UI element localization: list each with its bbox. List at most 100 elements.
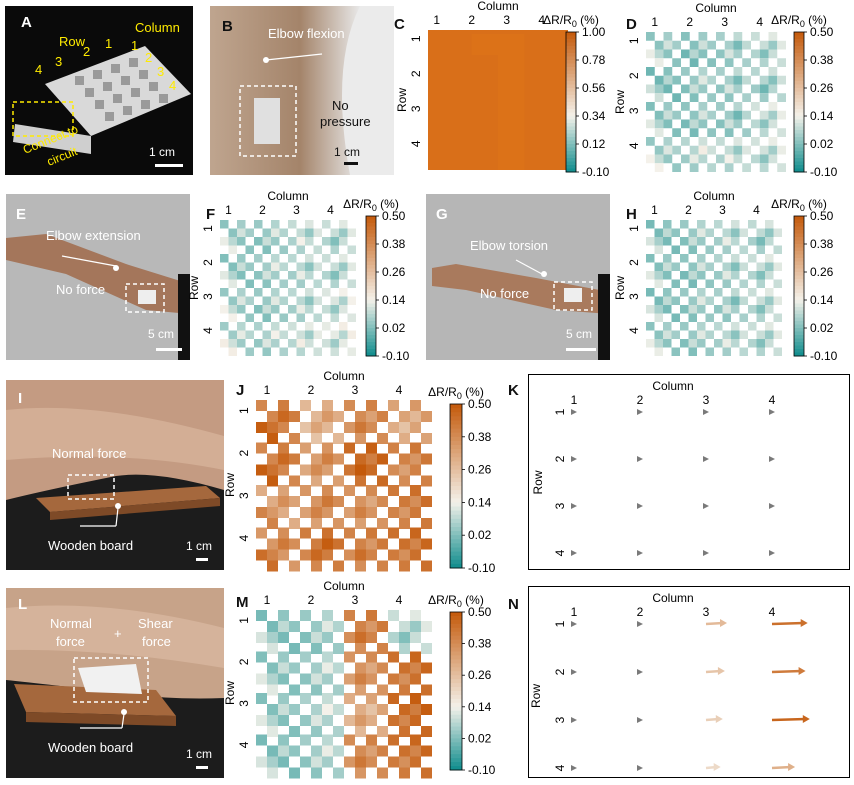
heatmap-cell [296,313,305,322]
heatmap-cell [748,254,757,263]
heatmap-cell [680,339,689,348]
heatmap-cell [765,305,774,314]
vector-arrow [637,669,643,675]
heatmap-cell [289,684,300,696]
heatmap-cell [399,621,410,632]
heatmap-cell [256,756,267,768]
heatmap-cell [698,137,708,146]
colorbar-segment [566,98,576,103]
heatmap-cell [756,279,765,288]
colorbar-segment [566,112,576,117]
heatmap-cell [680,237,689,246]
colorbar-segment [566,49,576,54]
heatmap-cell [672,58,681,67]
heatmap-cell [654,154,664,164]
heatmap-cell [267,767,278,779]
heatmap-cell [289,453,300,465]
heatmap-cell [245,347,254,356]
heatmap-cell [654,58,664,67]
heatmap-cell [245,279,254,288]
heatmap-cell [777,128,786,137]
heatmap-cell [366,507,377,518]
heatmap-cell [388,527,399,539]
heatmap-cell [377,475,388,487]
vector-arrow [571,621,577,627]
heatmap-cell [777,110,786,120]
heatmap-cell [296,262,305,271]
colorbar-segment [366,223,376,227]
heatmap-cell [344,693,355,704]
heatmap-cell [344,610,355,621]
heatmap-cell [288,220,297,229]
vector-field-frame-n [528,586,850,778]
colorbar-tick-label: 0.26 [382,265,406,279]
heatmap-cell [646,271,655,280]
heatmap-cell [296,339,305,348]
heatmap-cell [366,453,377,465]
colorbar-segment [450,627,462,633]
vector-arrow [769,503,775,509]
colorbar-segment [366,279,376,283]
heatmap-cell [751,67,760,76]
heatmap-cell [220,254,229,263]
heatmap-cell [731,254,740,263]
colorbar-segment [450,518,462,524]
heatmap-cell [311,684,322,696]
colorbar-tick-label: 0.14 [468,700,492,714]
colorbar-segment [566,56,576,61]
heatmap-cell [759,110,769,120]
heatmap-cell [663,330,672,339]
heatmap-cell [410,400,421,411]
column-tick-label: 1 [651,15,658,29]
colorbar-segment [794,317,804,322]
heatmap-cell [322,271,331,280]
panel-letter: L [18,596,28,613]
heatmap-cell [689,119,699,129]
colorbar-segment [794,216,804,220]
heatmap-cell [654,262,663,271]
heatmap-cell [698,49,708,59]
colorbar-segment [450,754,462,759]
colorbar-segment [794,254,804,259]
colorbar-segment [450,655,462,660]
heatmap-cell [421,643,432,654]
colorbar-segment [794,116,804,120]
heatmap-cell [697,288,706,297]
colorbar-segment [794,112,804,117]
column-tick-label: 3 [721,15,728,29]
colorbar-title-prefix: ΔR/R [343,197,372,211]
heatmap-cell [777,75,786,85]
row-tick-label: 2 [553,455,567,462]
heatmap-cell [707,75,716,85]
heatmap-cell [654,128,664,137]
panel-l: Normal force + Shear force Wooden board … [6,588,224,778]
colorbar-segment [366,349,376,353]
heatmap-cell [366,756,377,768]
heatmap-cell [773,330,782,339]
heatmap-cell [262,245,271,254]
heatmap-cell [733,137,743,146]
heatmap-cell [256,715,267,726]
heatmap-cell [663,262,672,271]
heatmap-cell [256,485,267,496]
colorbar-segment [794,84,804,89]
colorbar-segment [366,289,376,294]
heatmap-cell [646,67,655,76]
heatmap-cell [768,110,778,120]
heatmap-cell [421,704,432,715]
heatmap-cell [671,347,680,356]
heatmap-cell [421,684,432,696]
colorbar-segment [794,130,804,134]
colorbar-segment [566,105,576,110]
colorbar-tick-label: -0.10 [582,165,610,179]
heatmap-cell [330,330,339,339]
heatmap-cell [355,538,366,550]
heatmap-cell [355,518,366,529]
panel-letter: H [626,206,637,223]
heatmap-cell [722,262,731,271]
heatmap-cell [278,485,289,496]
heatmap-cell [759,84,769,94]
heatmap-cell [278,662,289,674]
heatmap-cell [716,119,725,129]
heatmap-cell [698,119,708,129]
